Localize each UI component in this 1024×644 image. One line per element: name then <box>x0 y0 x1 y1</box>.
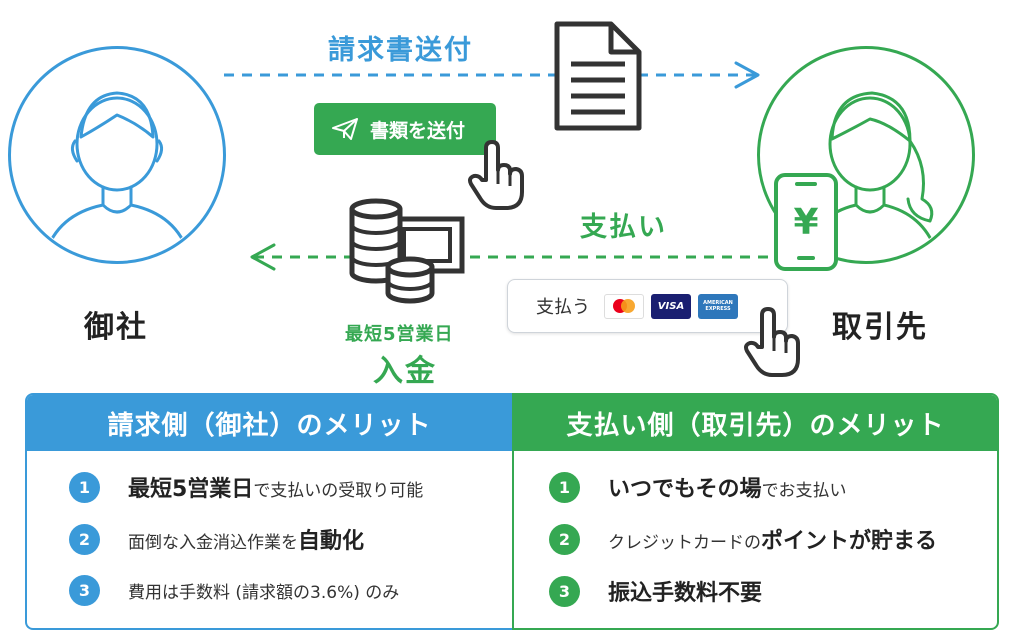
merit-panel-left-title: 請求側（御社）のメリット <box>27 395 512 451</box>
person-icon <box>39 91 195 260</box>
number-badge: 2 <box>549 523 580 555</box>
payment-box[interactable]: 支払う VISA AMERICAN EXPRESS <box>507 279 788 333</box>
deposit-sub-label: 最短5営業日 <box>345 324 454 345</box>
send-button-label: 書類を送付 <box>370 119 466 142</box>
left-party-circle <box>8 46 226 264</box>
item-text: で支払いの受取り可能 <box>253 481 424 501</box>
list-item: 3 振込手数料不要 <box>549 575 762 607</box>
send-documents-button[interactable]: 書類を送付 <box>314 103 496 155</box>
number-badge: 3 <box>549 575 580 607</box>
merit-panel-left: 請求側（御社）のメリット 1 最短5営業日で支払いの受取り可能 2 面倒な入金消… <box>25 393 512 630</box>
item-bold: 自動化 <box>298 529 365 554</box>
flow-top-arrow <box>224 61 760 89</box>
list-item: 3 費用は手数料 (請求額の3.6%) のみ <box>69 575 399 606</box>
right-party-label: 取引先 <box>832 310 928 345</box>
left-party-label: 御社 <box>84 310 148 345</box>
merit-panel-right-title: 支払い側（取引先）のメリット <box>514 395 997 451</box>
flow-bottom-arrow <box>250 243 776 271</box>
amex-icon: AMERICAN EXPRESS <box>698 293 738 319</box>
paper-plane-icon <box>332 118 358 140</box>
list-item: 1 いつでもその場でお支払い <box>549 471 847 503</box>
number-badge: 2 <box>69 523 100 555</box>
number-badge: 1 <box>549 471 580 503</box>
item-text: 面倒な入金消込作業を <box>128 533 298 553</box>
merit-panel-right: 支払い側（取引先）のメリット 1 いつでもその場でお支払い 2 クレジットカード… <box>512 393 999 630</box>
list-item: 1 最短5営業日で支払いの受取り可能 <box>69 471 423 503</box>
document-icon <box>554 21 642 131</box>
item-bold: 振込手数料不要 <box>608 581 763 606</box>
list-item: 2 クレジットカードのポイントが貯まる <box>549 523 937 555</box>
pay-label: 支払う <box>536 297 590 318</box>
flow-top-label: 請求書送付 <box>328 35 473 66</box>
visa-icon: VISA <box>651 293 691 319</box>
coins-icon <box>349 198 465 304</box>
deposit-main-label: 入金 <box>373 354 437 389</box>
flow-bottom-label: 支払い <box>580 212 667 243</box>
yen-symbol: ¥ <box>793 202 818 243</box>
hand-pointer-icon-2 <box>744 307 800 377</box>
item-text: クレジットカードの <box>608 533 761 553</box>
item-bold: いつでもその場 <box>608 477 762 502</box>
item-text: 費用は手数料 (請求額の3.6%) のみ <box>128 583 400 603</box>
number-badge: 1 <box>69 471 100 503</box>
number-badge: 3 <box>69 575 100 606</box>
item-bold: ポイントが貯まる <box>761 529 938 554</box>
list-item: 2 面倒な入金消込作業を自動化 <box>69 523 364 555</box>
smartphone-yen-icon: ¥ <box>774 173 838 271</box>
mastercard-icon <box>604 293 644 319</box>
item-bold: 最短5営業日 <box>128 477 254 502</box>
hand-pointer-icon <box>468 140 524 210</box>
item-text: でお支払い <box>761 481 847 501</box>
